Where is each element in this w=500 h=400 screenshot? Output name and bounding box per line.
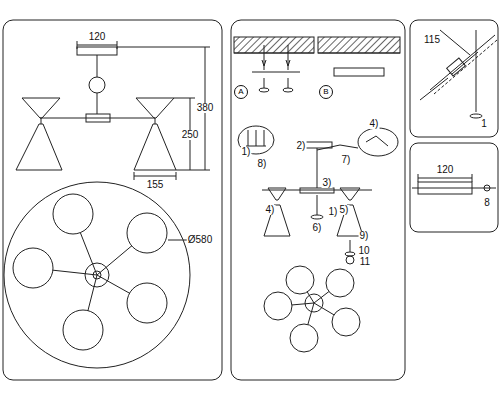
callout-number: 5) bbox=[339, 205, 350, 215]
letter: B bbox=[323, 88, 328, 96]
dimension: 250 bbox=[181, 130, 200, 140]
dimension: Ø580 bbox=[187, 235, 213, 245]
callout-number: 10 bbox=[357, 246, 370, 256]
circled-letter: A bbox=[234, 85, 248, 99]
dimension: 1 bbox=[480, 119, 488, 129]
dimension: 8 bbox=[483, 198, 491, 208]
callout-number: 7) bbox=[341, 155, 352, 165]
dimension: 115 bbox=[423, 35, 441, 45]
callout-number: 8) bbox=[257, 159, 268, 169]
callout-number: 2) bbox=[296, 141, 307, 151]
dimension: 380 bbox=[196, 103, 215, 113]
callout-number: 3) bbox=[322, 178, 333, 188]
dimension: 155 bbox=[146, 180, 165, 190]
callout-number: 1) bbox=[328, 207, 339, 217]
dimension: 120 bbox=[436, 165, 455, 175]
dimension: 120 bbox=[88, 32, 107, 42]
callout-number: 4) bbox=[369, 119, 380, 129]
callout-number: 9) bbox=[359, 231, 370, 241]
callout-number: 6) bbox=[312, 223, 323, 233]
letter: A bbox=[238, 88, 243, 96]
callout-number: 4) bbox=[265, 205, 276, 215]
callout-number: 11 bbox=[359, 257, 371, 267]
circled-letter: B bbox=[319, 85, 333, 99]
callout-number: 1) bbox=[241, 147, 252, 157]
